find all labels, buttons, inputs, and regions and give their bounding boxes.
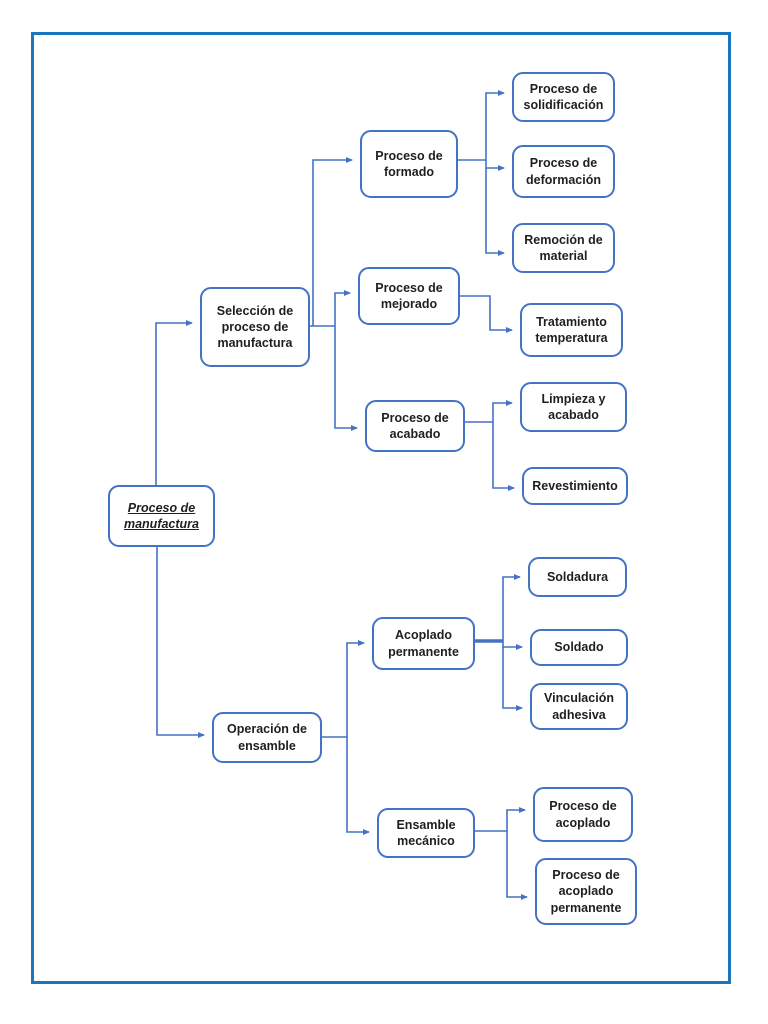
node-remocion-de-material: Remoción de material xyxy=(512,223,615,273)
node-soldado: Soldado xyxy=(530,629,628,666)
node-proceso-de-acabado: Proceso de acabado xyxy=(365,400,465,452)
node-proceso-de-acoplado-permanente: Proceso de acoplado permanente xyxy=(535,858,637,925)
node-ensamble-mecanico: Ensamble mecánico xyxy=(377,808,475,858)
node-tratamiento-temperatura: Tratamiento temperatura xyxy=(520,303,623,357)
node-revestimiento: Revestimiento xyxy=(522,467,628,505)
node-operacion-de-ensamble: Operación de ensamble xyxy=(212,712,322,763)
node-limpieza-y-acabado: Limpieza y acabado xyxy=(520,382,627,432)
node-seleccion-de-proceso: Selección de proceso de manufactura xyxy=(200,287,310,367)
node-acoplado-permanente: Acoplado permanente xyxy=(372,617,475,670)
node-proceso-de-formado: Proceso de formado xyxy=(360,130,458,198)
node-proceso-de-mejorado: Proceso de mejorado xyxy=(358,267,460,325)
node-vinculacion-adhesiva: Vinculación adhesiva xyxy=(530,683,628,730)
node-proceso-de-deformacion: Proceso de deformación xyxy=(512,145,615,198)
node-proceso-de-acoplado: Proceso de acoplado xyxy=(533,787,633,842)
node-proceso-de-solidificacion: Proceso de solidificación xyxy=(512,72,615,122)
node-proceso-de-manufactura: Proceso de manufactura xyxy=(108,485,215,547)
node-soldadura: Soldadura xyxy=(528,557,627,597)
